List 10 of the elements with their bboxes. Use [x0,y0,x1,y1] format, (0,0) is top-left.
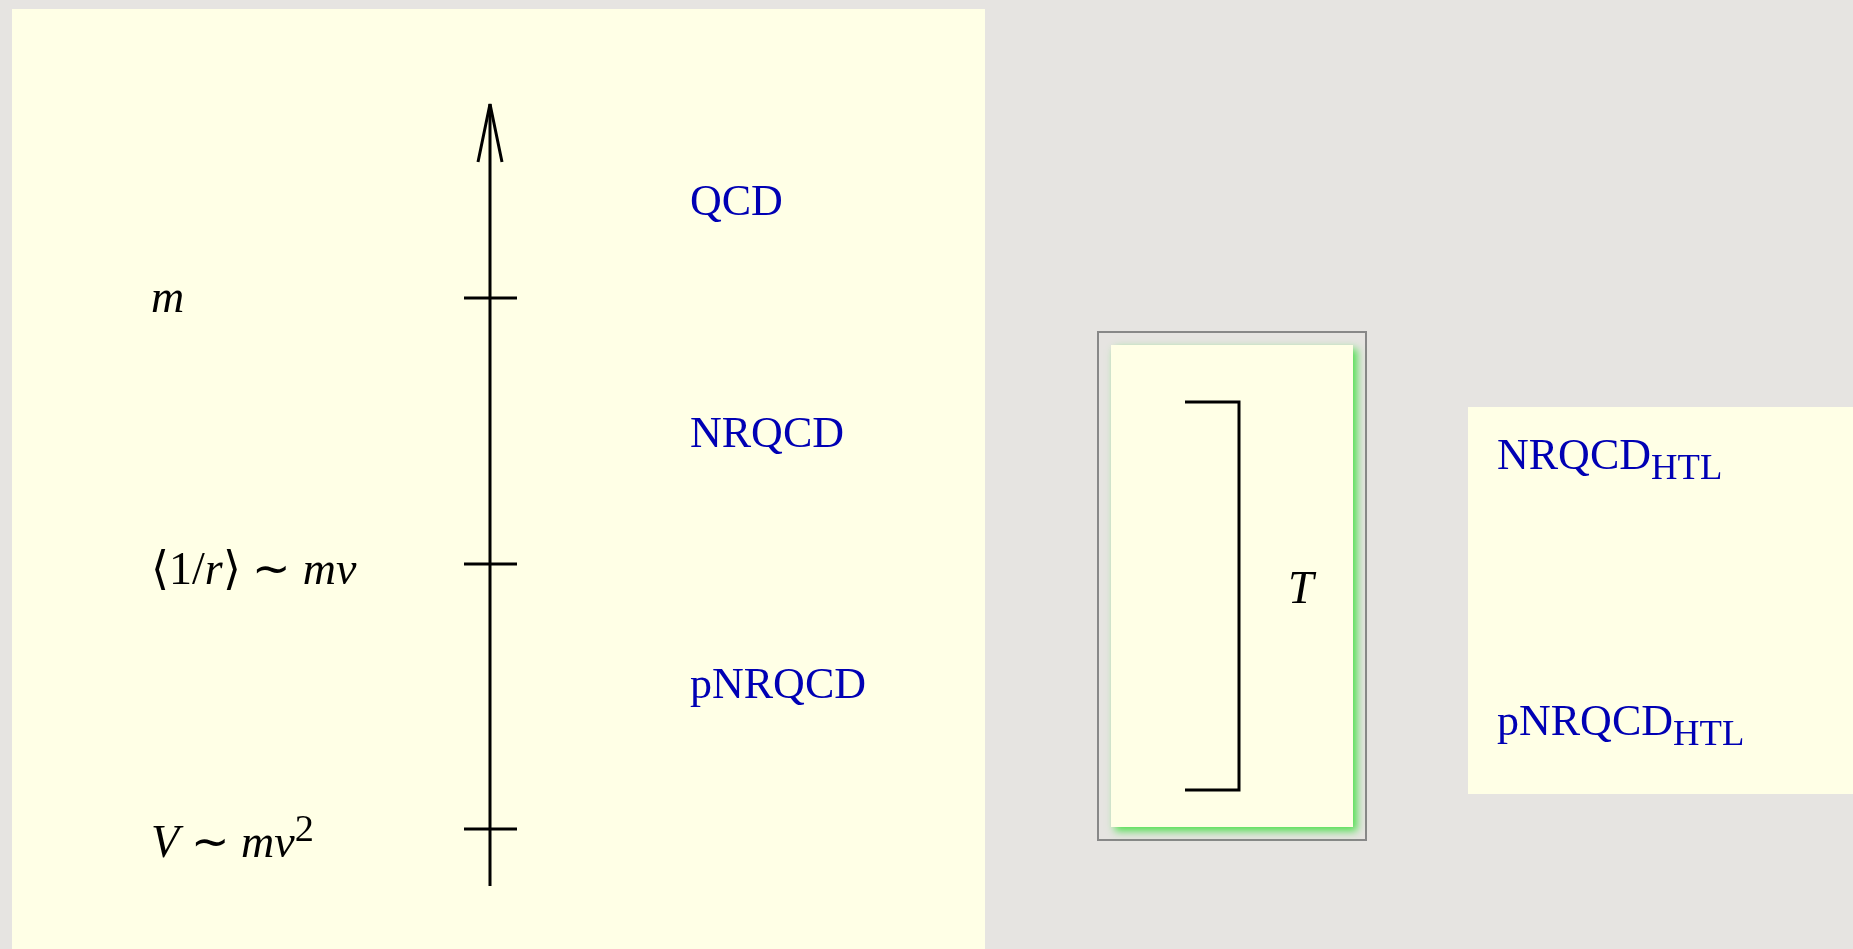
htl-panel [1468,407,1853,794]
scale-label: m [151,274,185,320]
theory-label: QCD [690,179,783,223]
scale-panel [12,9,985,949]
theory-label: NRQCD$_{HTL}$ [1497,433,1723,486]
theory-label: pNRQCD [690,662,867,706]
scale-label: ⟨1/r⟩ ∼ mv [151,546,357,592]
scale-label: V ∼ mv$^{2}$ [151,809,314,866]
theory-label: pNRQCD$_{HTL}$ [1497,699,1745,752]
theory-label: NRQCD [690,411,845,455]
